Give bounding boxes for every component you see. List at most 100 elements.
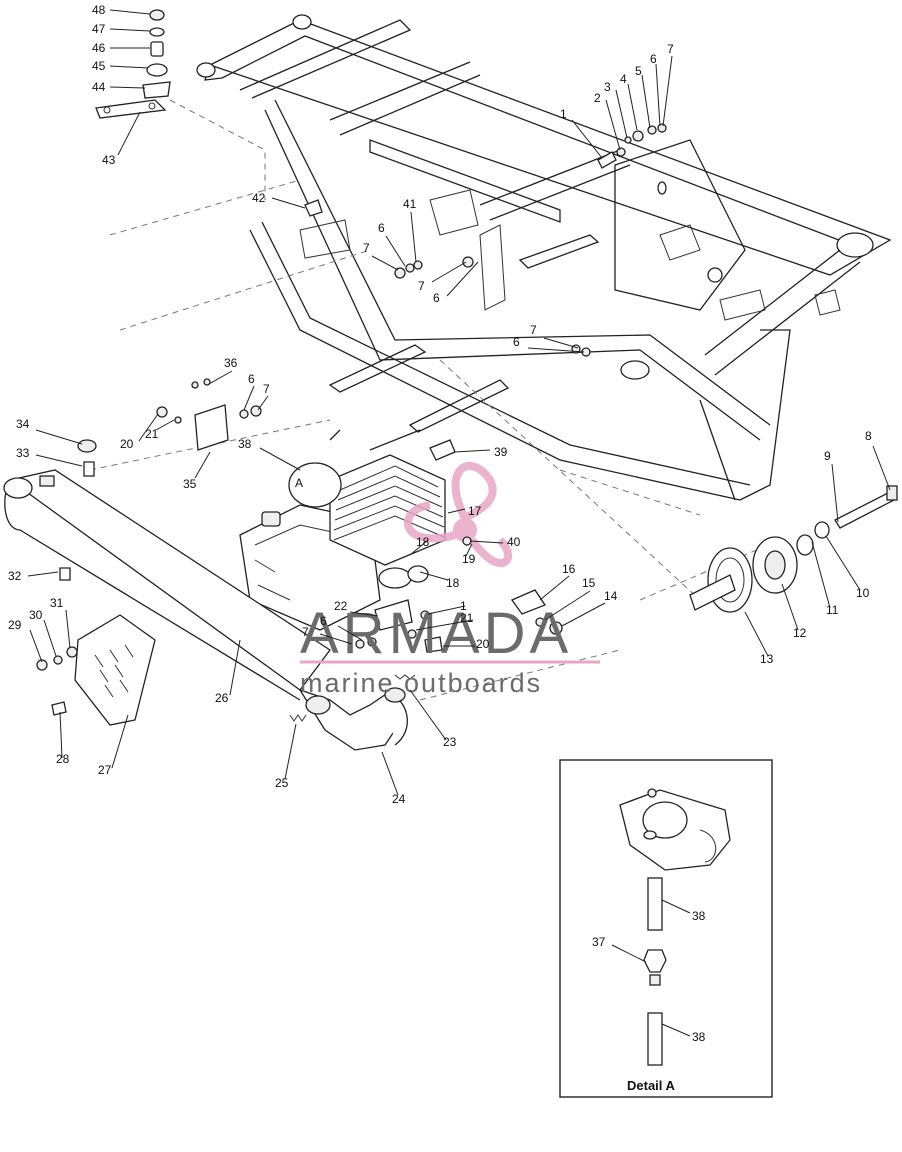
callout-label: 7 (530, 323, 537, 337)
watermark-propeller-logo (403, 461, 513, 567)
callout-leader-line (605, 99, 621, 151)
callout-label: 3 (604, 80, 611, 94)
callout-label: 41 (403, 197, 417, 211)
callout-leader-line (208, 370, 233, 385)
callout-label: 24 (392, 792, 406, 806)
callout-label: 38 (692, 1030, 706, 1044)
callout-label: 47 (92, 22, 106, 36)
callout-leader-line (662, 55, 673, 127)
mount-hardware-stack (95, 9, 171, 119)
callout-leader-line (385, 235, 406, 267)
callout-label: 1 (460, 599, 467, 613)
callout-leader-line (465, 543, 473, 557)
callout-label: 9 (824, 449, 831, 463)
watermark-tagline: marine outboards (300, 668, 542, 698)
callout-leader-line (641, 74, 651, 129)
heat-shield (74, 614, 156, 726)
callout-label: 22 (334, 599, 348, 613)
callout-label: 17 (468, 504, 482, 518)
callout-label: 6 (433, 291, 440, 305)
callout-leader-line (544, 590, 591, 621)
callout-leader-line (419, 571, 449, 581)
callout-label: 4 (620, 72, 627, 86)
callout-label: 18 (416, 535, 430, 549)
callout-label: 43 (102, 153, 116, 167)
callout-label: 32 (8, 569, 22, 583)
callout-label: 23 (443, 735, 457, 749)
callout-leader-line (781, 583, 799, 631)
callout-leader-line (831, 463, 839, 523)
callout-label: 11 (826, 603, 839, 617)
callout-label: 13 (760, 652, 774, 666)
callout-leader-line (431, 261, 467, 283)
callout-leader-line (337, 625, 363, 641)
callout-label: 6 (248, 372, 255, 386)
callout-leader-line (109, 28, 151, 32)
callout-label: 48 (92, 3, 106, 17)
callout-label: 30 (29, 608, 43, 622)
fasteners (36, 123, 667, 716)
callout-leader-line (611, 944, 647, 963)
callout-label: 18 (446, 576, 460, 590)
callout-leader-lines (27, 9, 891, 1037)
callout-label: 44 (92, 80, 106, 94)
callout-leader-line (229, 639, 241, 696)
callout-leader-line (111, 714, 129, 769)
callout-leader-line (543, 337, 579, 349)
detail-a-title: Detail A (627, 1078, 676, 1093)
callout-label: 21 (145, 427, 159, 441)
callout-label: 6 (320, 614, 327, 628)
callout-label: 34 (16, 417, 30, 431)
callout-label: 6 (378, 221, 385, 235)
callout-label: 19 (462, 552, 476, 566)
rear-hub-assembly (689, 485, 898, 613)
callout-leader-line (194, 451, 211, 479)
callout-label: 25 (275, 776, 289, 790)
callout-leader-line (59, 711, 63, 759)
callout-label: 7 (302, 625, 309, 639)
callout-leader-line (825, 535, 861, 591)
callout-label: 35 (183, 477, 197, 491)
callout-label: 38 (692, 909, 706, 923)
callout-label: 6 (513, 335, 520, 349)
callout-label: 20 (120, 437, 134, 451)
callout-label: 7 (667, 42, 674, 56)
engine-assembly (239, 429, 446, 631)
detail-a-box: Detail A (559, 759, 773, 1098)
callout-leader-line (415, 619, 474, 631)
callout-label: 45 (92, 59, 106, 73)
callout-leader-line (539, 575, 570, 601)
callout-leader-line (872, 445, 891, 491)
callout-label: 7 (363, 241, 370, 255)
callout-label: 12 (793, 626, 807, 640)
callout-label: 6 (650, 52, 657, 66)
callout-label: 1 (560, 107, 567, 121)
callout-leader-line (35, 454, 83, 467)
callout-leader-line (109, 86, 146, 89)
callout-leader-line (65, 609, 71, 649)
callout-label: 37 (592, 935, 606, 949)
callout-leader-line (661, 899, 691, 914)
callout-leader-line (661, 1023, 691, 1037)
callout-leader-line (427, 605, 466, 615)
callout-label: 26 (215, 691, 229, 705)
callout-leader-line (409, 689, 447, 741)
callout-leader-line (29, 629, 43, 663)
callout-leader-line (469, 540, 504, 544)
callout-leader-line (27, 571, 59, 577)
callout-leader-line (319, 633, 353, 645)
callout-label: 29 (8, 618, 22, 632)
callout-label: 46 (92, 41, 106, 55)
callout-leader-line (109, 9, 151, 15)
callout-leader-line (627, 83, 638, 131)
callout-label: 10 (856, 586, 870, 600)
watermark: ARMADA marine outboards (300, 601, 600, 698)
muffler-exhaust (3, 469, 416, 751)
callout-leader-line (155, 419, 175, 431)
callout-leader-line (109, 65, 149, 69)
callout-label: 7 (263, 382, 270, 396)
callout-leader-line (561, 602, 606, 627)
callout-label: 31 (50, 596, 64, 610)
chassis-frame (196, 14, 892, 501)
callout-label: 42 (252, 191, 266, 205)
